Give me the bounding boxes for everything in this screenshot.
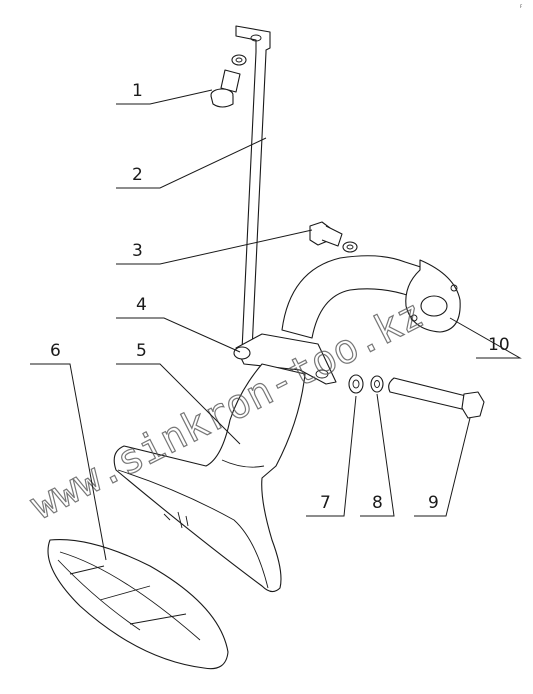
- part-9-long-bolt: [388, 377, 485, 419]
- callout-5: 5: [136, 341, 147, 361]
- part-10-curved-tube: [281, 255, 461, 339]
- callout-2: 2: [132, 165, 143, 185]
- callout-10: 10: [488, 335, 510, 355]
- part-4-mounting-plate: [233, 333, 337, 385]
- callout-3: 3: [132, 241, 143, 261]
- top-washer: [231, 54, 247, 66]
- part-2-bracket-strip: [235, 25, 271, 351]
- callout-9: 9: [428, 493, 439, 513]
- callout-numbers: 1 2 3 4 5 6 7 8 9 10: [50, 81, 510, 513]
- part-1-bolt: [210, 69, 241, 108]
- callout-4: 4: [136, 295, 147, 315]
- part-6-disc: [47, 539, 229, 670]
- callout-6: 6: [50, 341, 61, 361]
- part-3-bolt: [309, 221, 358, 253]
- callout-leaders: [30, 89, 522, 561]
- callout-8: 8: [372, 493, 383, 513]
- part-5-coulter-boot: [113, 363, 306, 593]
- callout-1: 1: [132, 81, 143, 101]
- corner-mark: F: [520, 4, 523, 9]
- callout-7: 7: [320, 493, 331, 513]
- part-8-spring-washer: [370, 375, 384, 393]
- part-7-washer: [348, 374, 364, 394]
